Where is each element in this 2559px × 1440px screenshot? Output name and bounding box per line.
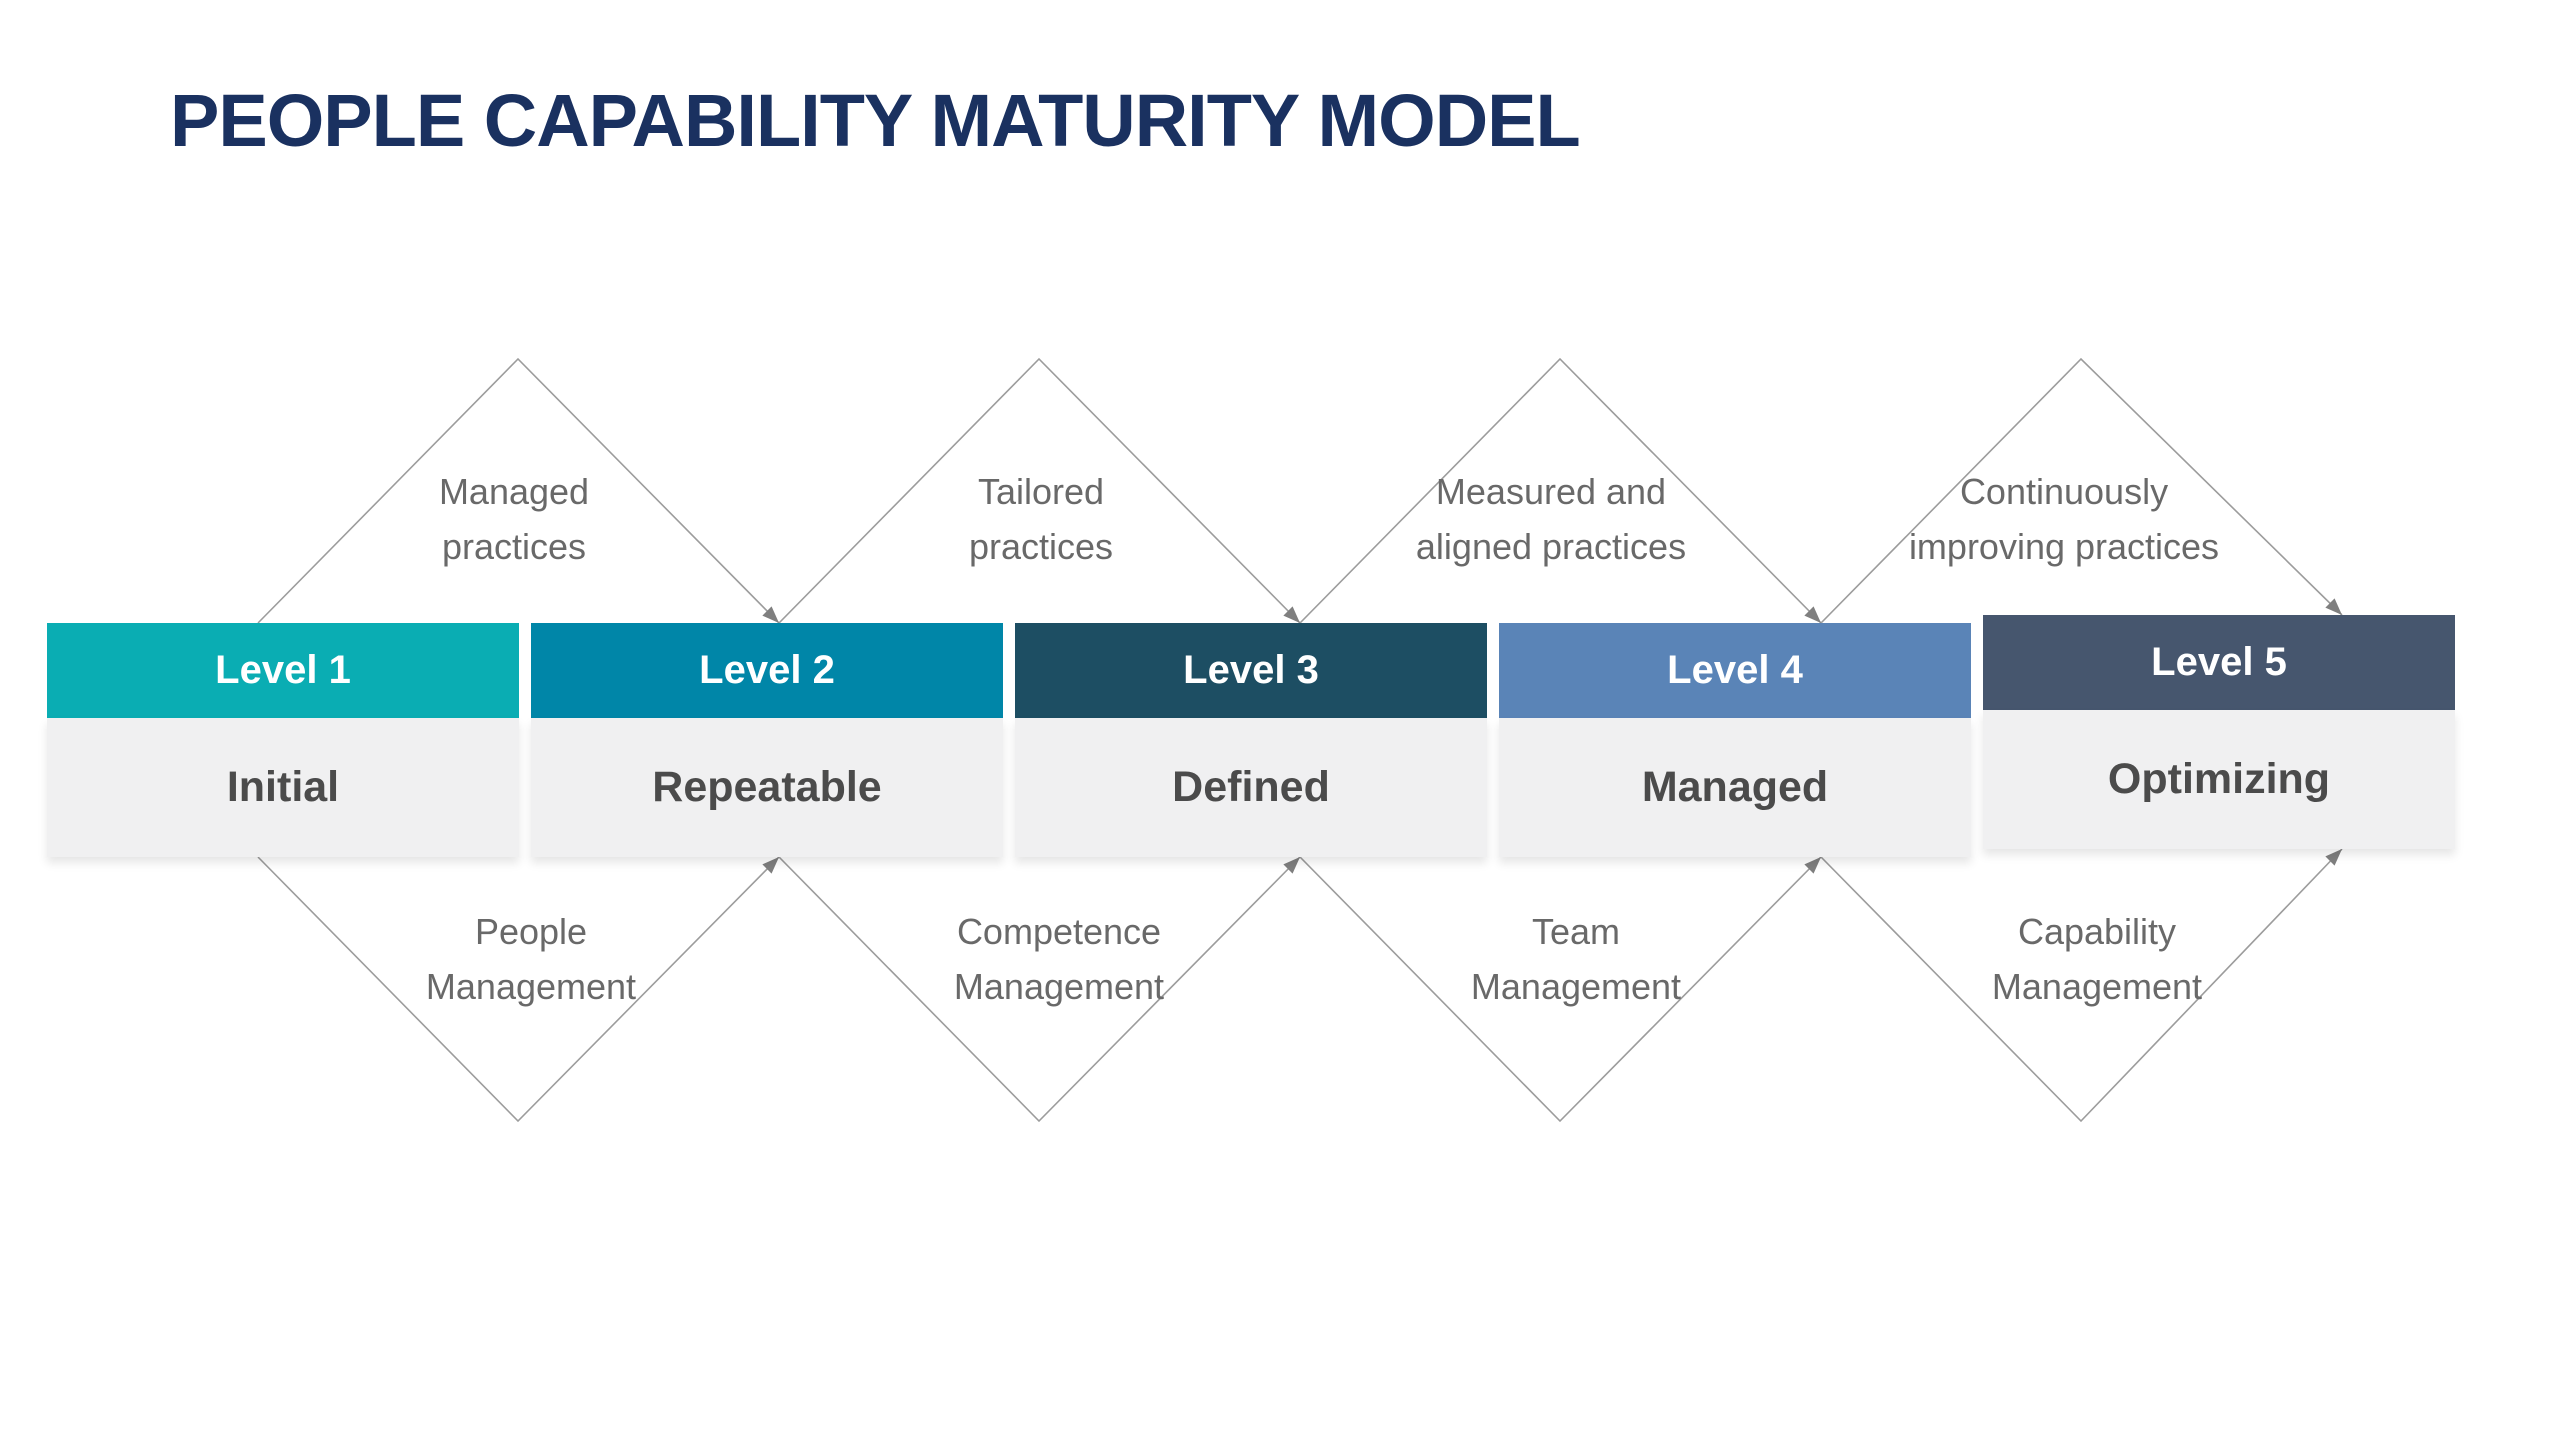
top-label-4: Continuously improving practices	[1874, 464, 2254, 574]
top-label-3: Measured and aligned practices	[1361, 464, 1741, 574]
top-label-2-line1: Tailored	[977, 471, 1105, 512]
top-label-2-line2: practices	[968, 526, 1114, 567]
arrowhead-icon	[762, 857, 779, 874]
top-label-4-line1: Continuously	[1959, 471, 2169, 512]
level-header-2: Level 2	[531, 623, 1003, 718]
bottom-label-3-line1: Team	[1531, 911, 1621, 952]
arrowhead-icon	[1804, 606, 1821, 623]
level-name-4: Managed	[1499, 718, 1971, 857]
level-header-3: Level 3	[1015, 623, 1487, 718]
level-header-1: Level 1	[47, 623, 519, 718]
arrowhead-icon	[1283, 606, 1300, 623]
arrowhead-icon	[1804, 857, 1821, 874]
page-title: PEOPLE CAPABILITY MATURITY MODEL	[170, 79, 1581, 162]
top-label-1-line2: practices	[441, 526, 587, 567]
top-label-3-line1: Measured and	[1435, 471, 1667, 512]
bottom-label-3-line2: Management	[1470, 966, 1682, 1007]
bottom-label-4-line2: Management	[1991, 966, 2203, 1007]
level-name-2: Repeatable	[531, 718, 1003, 857]
bottom-label-2-line2: Management	[953, 966, 1165, 1007]
bottom-label-1-line1: People	[474, 911, 588, 952]
arrowhead-icon	[2325, 849, 2342, 866]
arrowhead-icon	[2325, 598, 2342, 615]
top-label-2: Tailored practices	[851, 464, 1231, 574]
level-header-5: Level 5	[1983, 615, 2455, 710]
bottom-label-1-line2: Management	[425, 966, 637, 1007]
level-name-5: Optimizing	[1983, 710, 2455, 849]
arrowhead-icon	[762, 606, 779, 623]
top-label-3-line2: aligned practices	[1415, 526, 1687, 567]
level-name-3: Defined	[1015, 718, 1487, 857]
level-header-4: Level 4	[1499, 623, 1971, 718]
bottom-label-2-line1: Competence	[956, 911, 1162, 952]
top-label-1-line1: Managed	[438, 471, 590, 512]
bottom-label-4-line1: Capability	[2017, 911, 2177, 952]
top-label-4-line2: improving practices	[1908, 526, 2220, 567]
arrowhead-icon	[1283, 857, 1300, 874]
level-name-1: Initial	[47, 718, 519, 857]
top-label-1: Managed practices	[324, 464, 704, 574]
